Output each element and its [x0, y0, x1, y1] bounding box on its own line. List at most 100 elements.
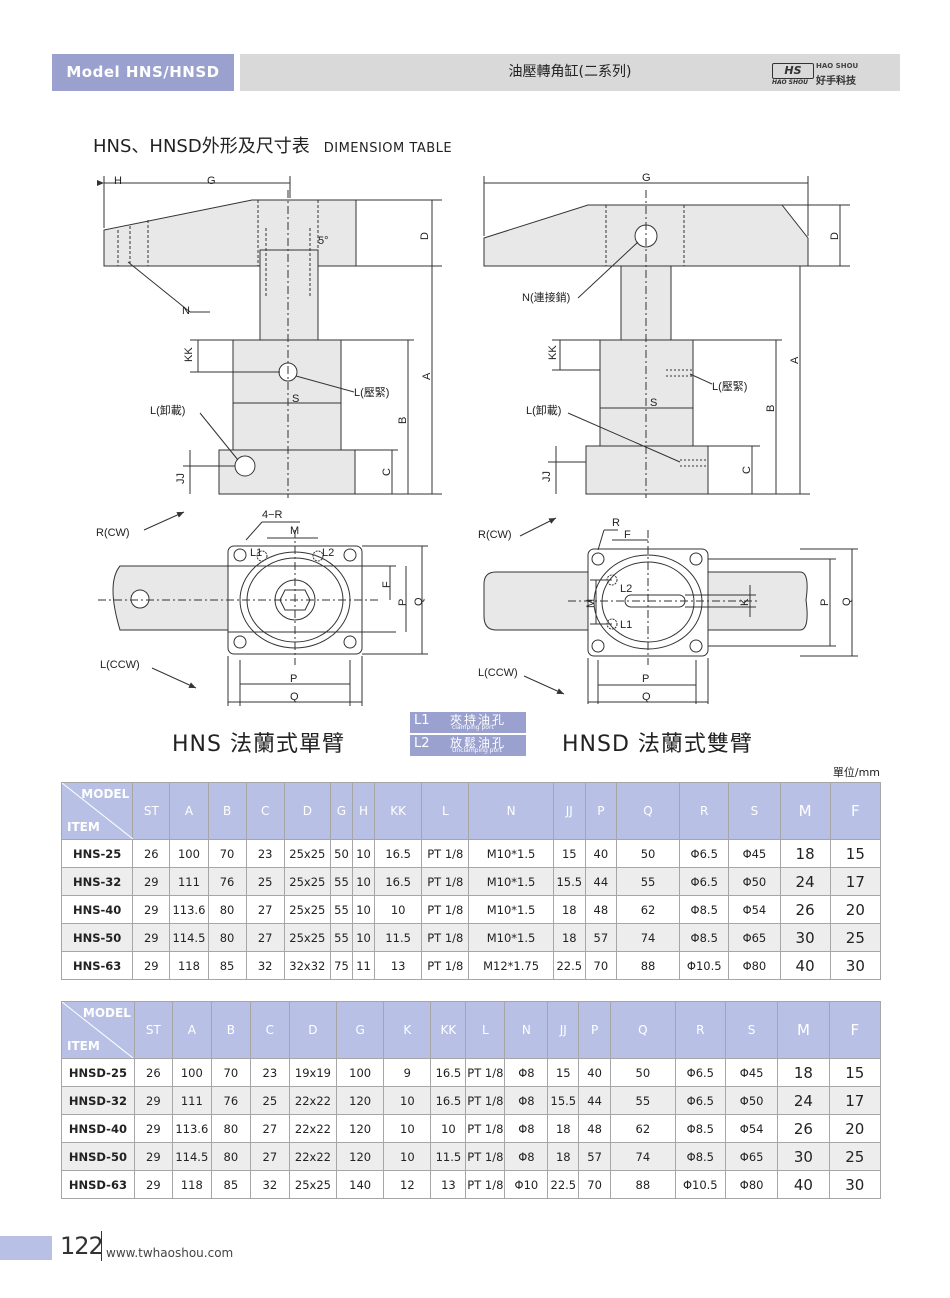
- corner-model: MODEL: [82, 1006, 131, 1020]
- table-corner: MODEL ITEM: [60, 782, 134, 840]
- table-cell: 18: [777, 1058, 830, 1087]
- table-cell: 15: [828, 1058, 882, 1087]
- table-cell: M10*1.5: [468, 895, 554, 924]
- table-cell: 16.5: [374, 867, 423, 896]
- table-cell: 10: [383, 1086, 432, 1115]
- table-cell: 10: [430, 1114, 467, 1143]
- table-cell: 29: [132, 951, 171, 980]
- table-cell: 26: [132, 839, 171, 868]
- table-cell: 55: [329, 923, 353, 952]
- dim-jj-hnsd: JJ: [541, 471, 553, 482]
- dim-q-side: Q: [413, 597, 425, 606]
- dim-kk-hnsd: KK: [547, 345, 559, 360]
- table-cell: 24: [779, 867, 831, 896]
- table-cell: M10*1.5: [468, 839, 554, 868]
- column-header: ST: [132, 782, 171, 840]
- table-cell: 23: [245, 839, 285, 868]
- label-lccw: L(CCW): [100, 659, 140, 671]
- table-cell: 10: [383, 1114, 432, 1143]
- dim-jj: JJ: [175, 473, 187, 484]
- dim-s-hnsd: S: [650, 397, 657, 409]
- table-cell: 29: [132, 923, 171, 952]
- table-cell: 18: [552, 923, 586, 952]
- table-cell: PT 1/8: [421, 839, 470, 868]
- dim-a: A: [421, 372, 433, 380]
- table-cell: 88: [610, 1170, 676, 1199]
- table-cell: 15: [547, 1058, 580, 1087]
- table-cell: 25x25: [283, 895, 331, 924]
- table-cell: 30: [777, 1142, 830, 1171]
- table-cell: 32x32: [283, 951, 331, 980]
- table-cell: 100: [171, 1058, 212, 1087]
- column-header: G: [336, 1001, 385, 1059]
- dim-a-hnsd: A: [789, 356, 801, 364]
- table-cell: 74: [615, 923, 681, 952]
- table-cell: 88: [615, 951, 681, 980]
- table-cell: 10: [374, 895, 423, 924]
- corner-item: ITEM: [67, 820, 100, 834]
- footer-accent: [0, 1236, 52, 1260]
- table-cell: 40: [584, 839, 617, 868]
- table-cell: 26: [777, 1114, 830, 1143]
- legend-code: L1: [414, 713, 430, 728]
- logo-mark: HS: [772, 63, 814, 79]
- table-cell: 15.5: [547, 1086, 580, 1115]
- label-lccw-hnsd: L(CCW): [478, 667, 518, 679]
- table-cell: 25: [245, 867, 285, 896]
- table-cell: PT 1/8: [421, 867, 470, 896]
- table-cell: 55: [329, 867, 353, 896]
- dim-r: R: [612, 517, 620, 529]
- caption-hnsd: HNSD 法蘭式雙臂: [562, 732, 753, 757]
- model-cell: HNS-50: [60, 923, 134, 952]
- table-cell: 55: [329, 895, 353, 924]
- table-cell: 23: [249, 1058, 290, 1087]
- column-header: K: [383, 1001, 432, 1059]
- table-cell: Φ45: [724, 1058, 779, 1087]
- table-cell: 25: [828, 1142, 882, 1171]
- table-cell: 55: [615, 867, 681, 896]
- label-clamp-hnsd: L(壓緊): [712, 380, 747, 393]
- table-cell: 25: [249, 1086, 290, 1115]
- table-cell: Φ10.5: [679, 951, 730, 980]
- dim-p-hnsd: P: [642, 673, 649, 685]
- table-cell: Φ8.5: [679, 923, 730, 952]
- table-cell: Φ65: [724, 1142, 779, 1171]
- label-rcw: R(CW): [96, 527, 130, 539]
- table-cell: 70: [584, 951, 617, 980]
- table-cell: Φ10: [504, 1170, 549, 1199]
- table-cell: 113.6: [171, 1114, 212, 1143]
- column-header: G: [329, 782, 353, 840]
- table-cell: 30: [779, 923, 831, 952]
- table-cell: 22x22: [288, 1142, 338, 1171]
- caption-hns: HNS 法蘭式單臂: [172, 732, 345, 757]
- table-cell: Φ8.5: [679, 895, 730, 924]
- table-cell: 62: [610, 1114, 676, 1143]
- table-cell: Φ8.5: [674, 1114, 726, 1143]
- hnsd-top-view: [483, 517, 858, 704]
- table-cell: Φ8: [504, 1086, 549, 1115]
- table-cell: PT 1/8: [421, 923, 470, 952]
- company-logo: HS HAO SHOU HAO SHOU 好手科技: [772, 60, 862, 87]
- table-cell: 17: [828, 1086, 882, 1115]
- dim-f: F: [381, 581, 393, 588]
- legend-row: L2 放鬆油孔 Unclamping port: [410, 735, 526, 756]
- model-cell: HNS-32: [60, 867, 134, 896]
- table-cell: 20: [828, 1114, 882, 1143]
- table-cell: 22x22: [288, 1086, 338, 1115]
- table-cell: 30: [828, 1170, 882, 1199]
- model-label: Model HNS/HNSD: [52, 54, 234, 91]
- table-cell: 118: [171, 1170, 212, 1199]
- legend-zh: 夾持油孔: [450, 713, 507, 727]
- table-cell: 50: [329, 839, 353, 868]
- column-header: C: [245, 782, 285, 840]
- column-header: H: [351, 782, 376, 840]
- table-cell: 24: [777, 1086, 830, 1115]
- table-cell: 18: [547, 1142, 580, 1171]
- model-cell: HNS-63: [60, 951, 134, 980]
- table-cell: 76: [210, 1086, 251, 1115]
